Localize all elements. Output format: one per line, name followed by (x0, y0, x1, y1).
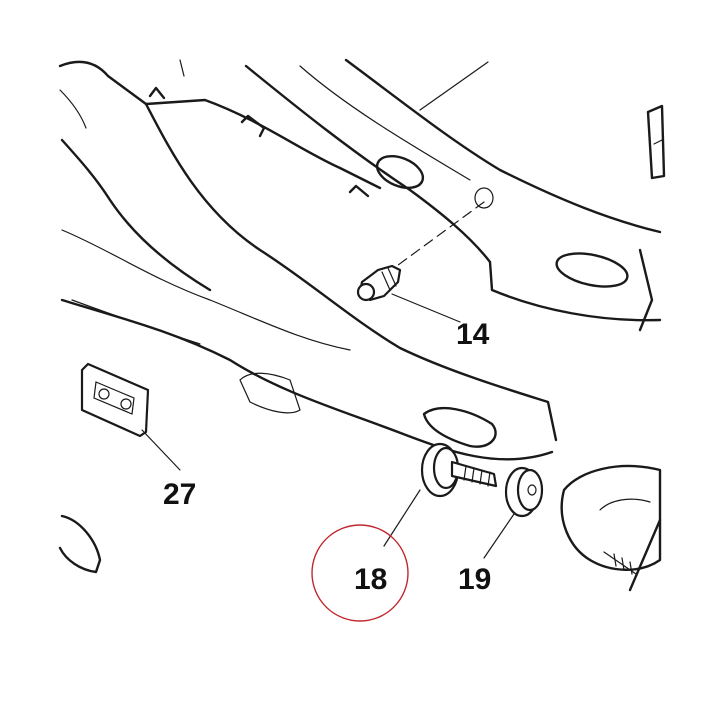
edge-part (646, 104, 666, 180)
part-label-14: 14 (456, 318, 490, 351)
part-label-19: 19 (458, 563, 492, 596)
damper-part-18 (383, 442, 498, 547)
bolt-part-14 (356, 201, 485, 323)
plate-part-27 (80, 362, 181, 471)
damper-part-19 (483, 466, 544, 559)
frame-tabs (148, 86, 370, 198)
part-label-18: 18 (354, 563, 388, 596)
highlight-circle (311, 524, 409, 622)
corner-part (58, 514, 102, 574)
upper-arm (244, 58, 662, 332)
frame-slot (239, 372, 497, 448)
frame-outline (58, 59, 558, 461)
part-label-27: 27 (163, 478, 197, 511)
end-housing (560, 464, 662, 592)
